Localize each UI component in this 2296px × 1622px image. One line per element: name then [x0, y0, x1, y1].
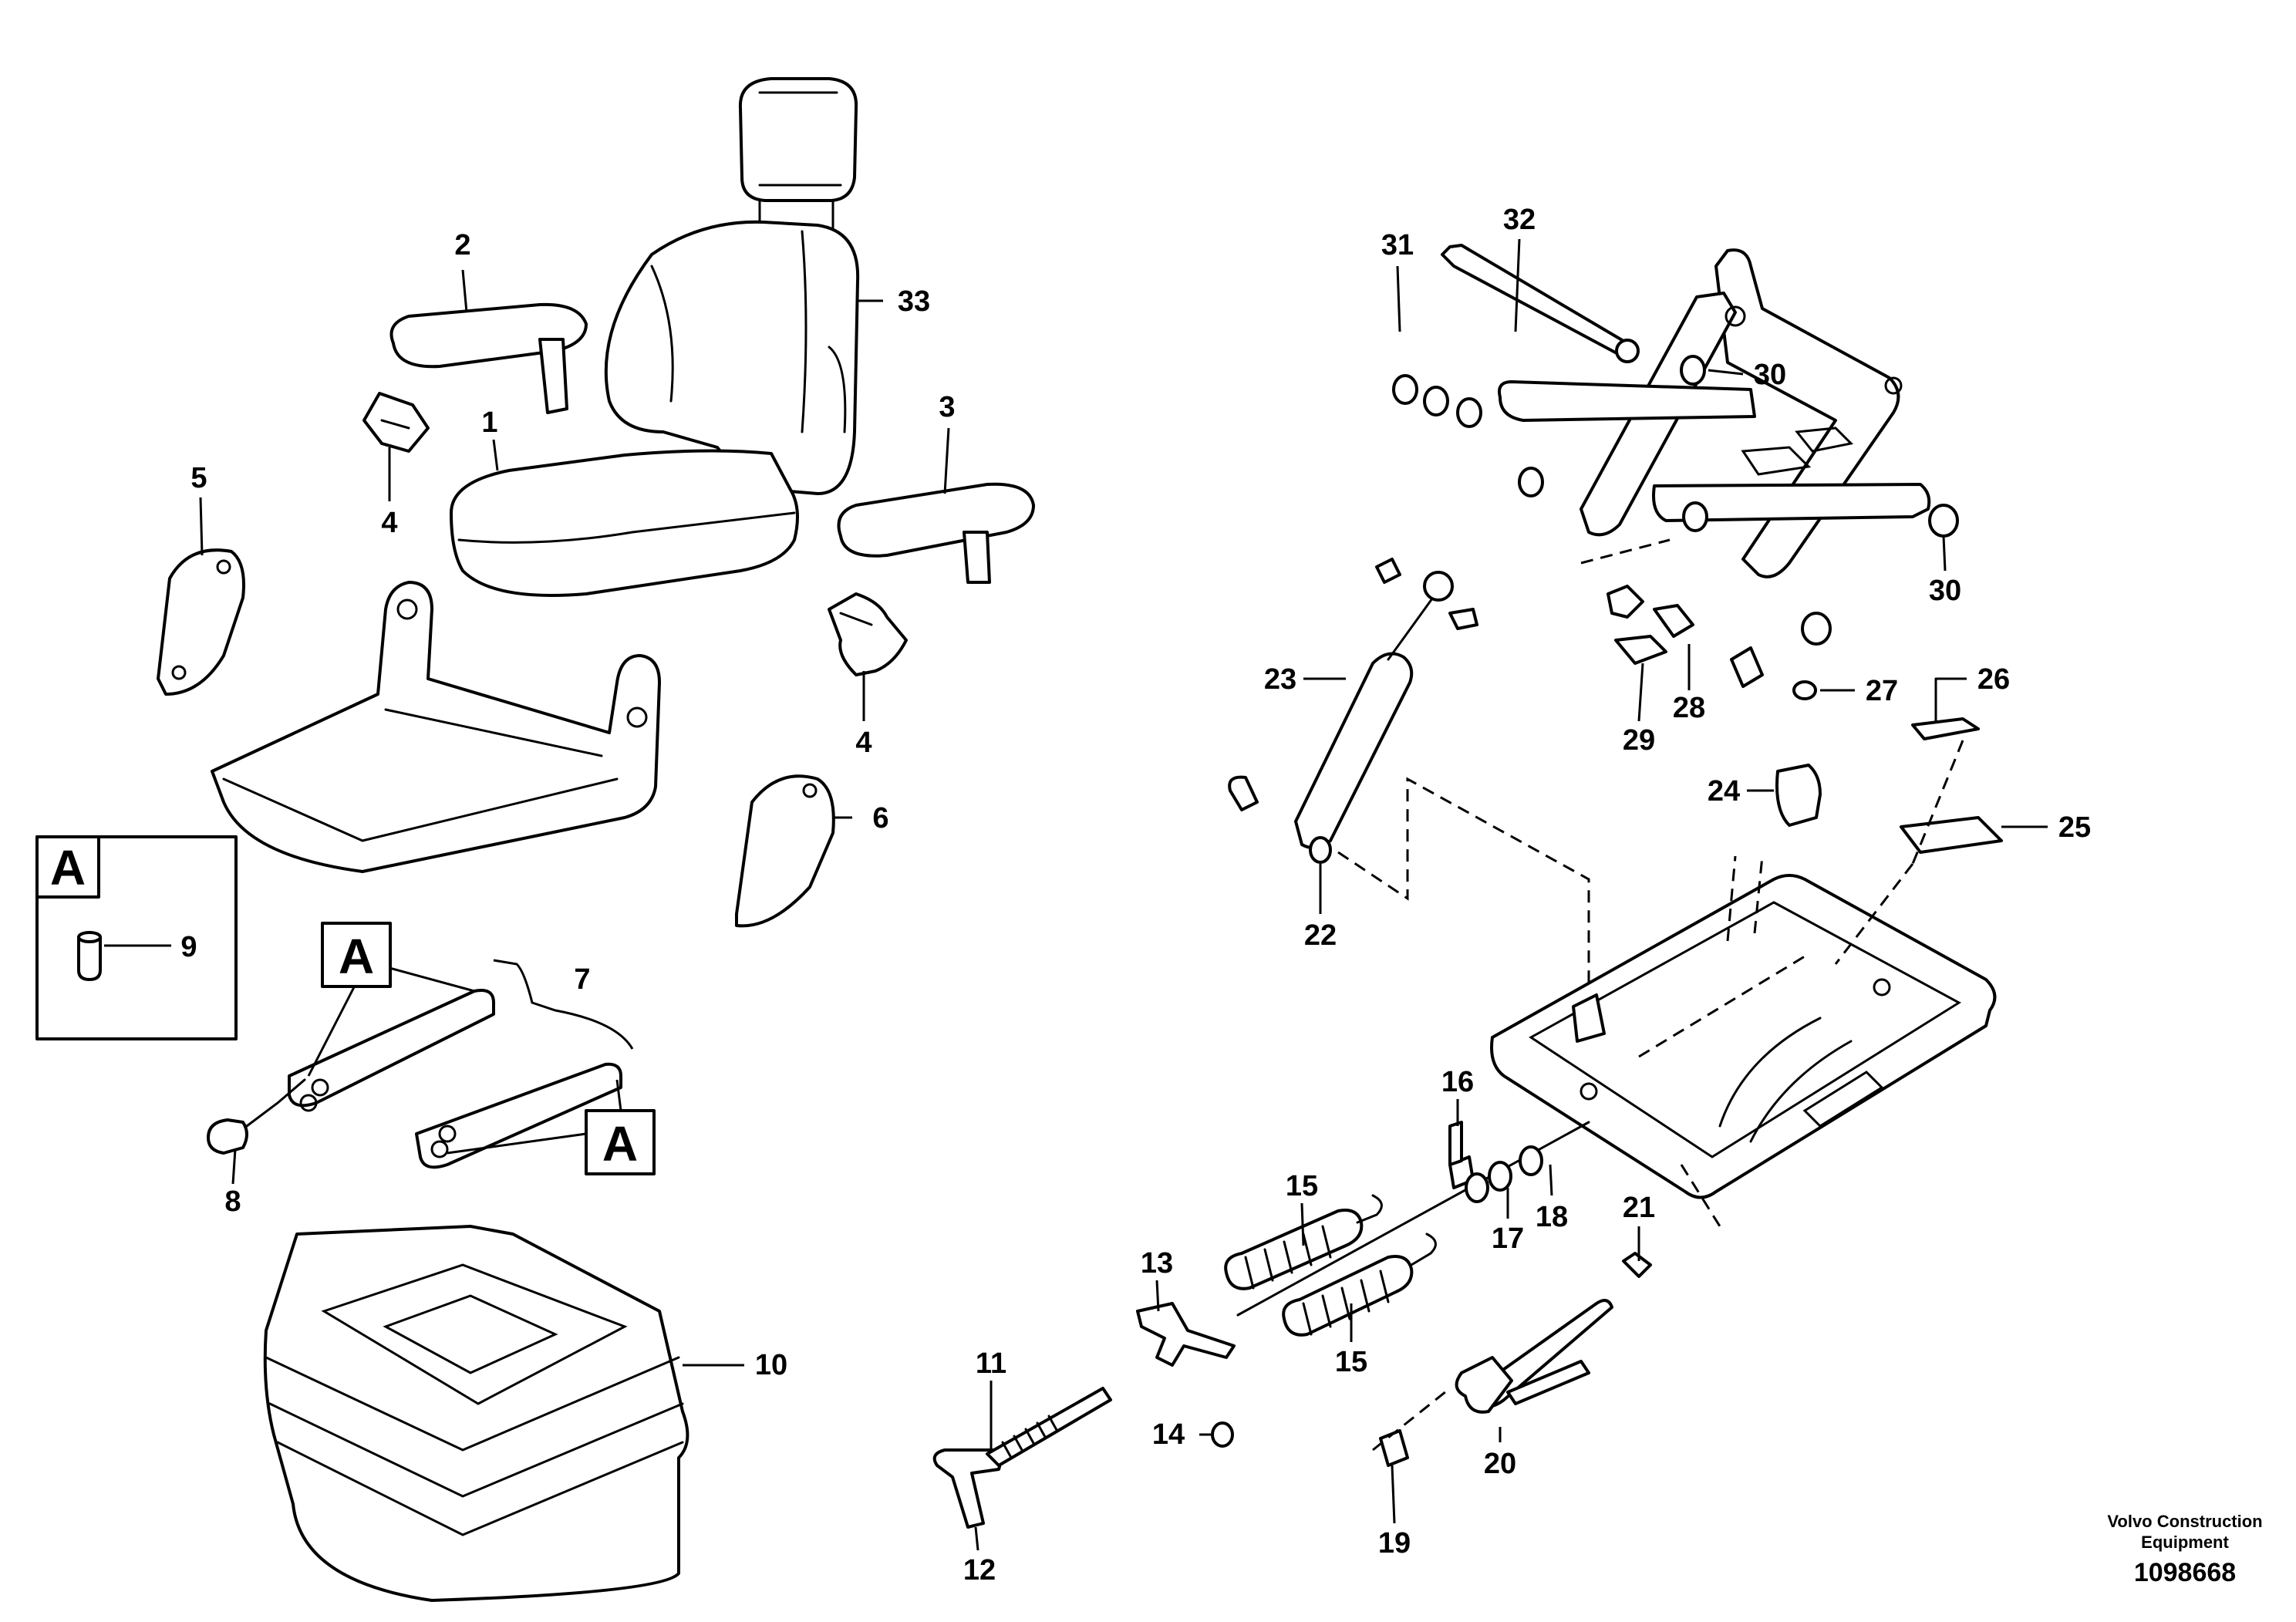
callout-29: 29	[1623, 724, 1655, 757]
callout-31: 31	[1381, 229, 1414, 261]
callout-14: 14	[1152, 1418, 1185, 1451]
callout-18: 18	[1536, 1201, 1568, 1233]
lever-part	[932, 1302, 1236, 1529]
callout-30a: 30	[1754, 359, 1786, 391]
callout-20: 20	[1484, 1448, 1516, 1480]
callout-7: 7	[574, 963, 590, 996]
detail-box-a-letter: A	[50, 840, 86, 895]
callout-27: 27	[1866, 675, 1898, 707]
side-cover-left-part	[157, 548, 245, 696]
plate-part	[1834, 677, 2003, 965]
callout-25: 25	[2058, 811, 2091, 844]
callout-12: 12	[963, 1554, 996, 1587]
detail-box-a-lower-callout	[447, 1079, 656, 1175]
callout-23: 23	[1264, 663, 1296, 696]
callout-3: 3	[939, 391, 955, 423]
callout-21: 21	[1623, 1192, 1655, 1224]
callout-4a: 4	[381, 507, 397, 539]
suspension-base-part	[263, 1225, 744, 1602]
callout-11: 11	[976, 1347, 1006, 1380]
callout-16: 16	[1441, 1066, 1474, 1098]
leaders-left	[199, 269, 950, 819]
buckle-upper-part	[362, 392, 430, 453]
headrest-part	[738, 77, 858, 233]
brand-line-1: Volvo Construction	[2107, 1512, 2262, 1531]
leaders-right	[974, 238, 2048, 1551]
callout-24: 24	[1708, 775, 1740, 808]
spring-upper-part	[1224, 1194, 1383, 1290]
side-cover-right-part	[735, 774, 835, 928]
buckle-lower-part	[828, 592, 908, 676]
callout-19: 19	[1378, 1527, 1411, 1560]
callout-4b: 4	[855, 727, 872, 759]
callout-8: 8	[224, 1185, 241, 1218]
brackets-part	[1580, 538, 1817, 700]
callout-30b: 30	[1929, 575, 1961, 607]
armrest-right-part	[837, 482, 1035, 584]
leaders-rail	[231, 1148, 237, 1185]
callout-10: 10	[755, 1349, 787, 1381]
latch-part	[1775, 764, 1822, 827]
seat-pan-part	[211, 581, 661, 873]
detail-box-a-upper-letter: A	[339, 929, 374, 984]
brand-line-2: Equipment	[2141, 1533, 2229, 1552]
callout-33: 33	[898, 285, 930, 318]
detail-box-a-upper-callout	[307, 922, 475, 1077]
callout-13: 13	[1141, 1247, 1173, 1280]
callout-5: 5	[190, 462, 207, 494]
gas-spring-part	[1228, 558, 1590, 1026]
washers-part	[1392, 355, 1959, 646]
callout-15a: 15	[1286, 1170, 1318, 1202]
rod-part	[1441, 244, 1640, 363]
handle-part	[1372, 1252, 1652, 1467]
callout-2: 2	[454, 229, 470, 261]
callout-1: 1	[481, 406, 497, 439]
callout-32: 32	[1503, 204, 1536, 236]
detail-box-a-lower-letter: A	[602, 1116, 638, 1172]
seat-rails-part	[207, 959, 634, 1169]
base-frame-part	[1490, 855, 1997, 1227]
callout-22: 22	[1304, 919, 1337, 952]
scissor-frame-part	[1498, 248, 1931, 578]
seat-cushion-part	[450, 449, 799, 597]
spring-lower-part	[1282, 1233, 1437, 1337]
drawing-number: 1098668	[2134, 1558, 2236, 1587]
callout-6: 6	[872, 802, 888, 835]
detail-box-a	[35, 835, 238, 1040]
armrest-left-part	[389, 302, 588, 414]
shaft-assembly-part	[1236, 1099, 1590, 1317]
callout-15b: 15	[1335, 1346, 1367, 1378]
callout-17: 17	[1492, 1222, 1524, 1255]
callout-9: 9	[180, 931, 197, 963]
callout-26: 26	[1977, 663, 2010, 696]
callout-28: 28	[1673, 692, 1705, 724]
